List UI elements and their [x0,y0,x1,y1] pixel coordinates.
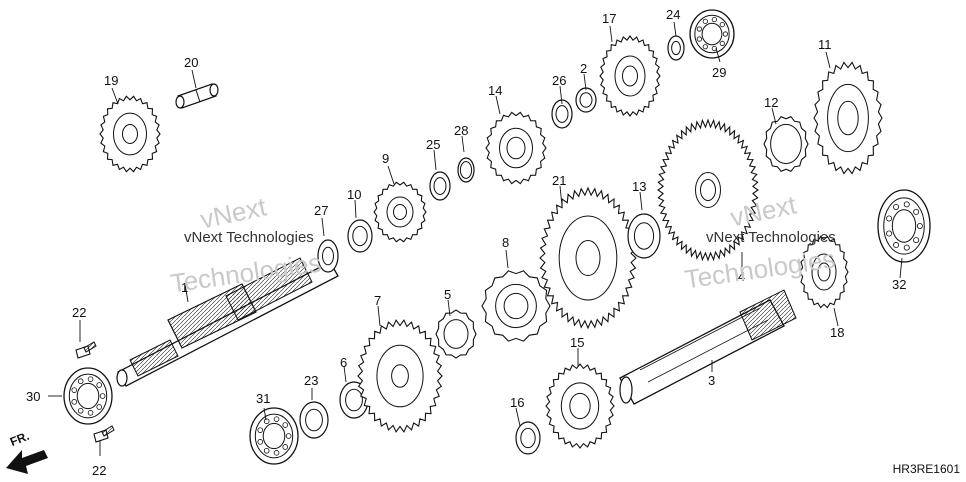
gear-9 [373,181,427,243]
bearing-32 [877,189,931,263]
bearing-25 [429,171,451,201]
callout-22-bottom: 22 [92,463,107,478]
callout-18: 18 [830,325,845,340]
callout-17: 17 [602,11,617,26]
callout-12: 12 [764,95,779,110]
callout-28: 28 [454,123,469,138]
gear-17 [599,35,661,117]
callout-14: 14 [488,83,503,98]
callout-26: 26 [552,73,567,88]
watermark-text: vNext Technologies [184,229,314,246]
watermark-text: vNext Technologies [706,229,836,246]
front-direction-arrow [6,450,48,474]
callout-15: 15 [570,335,585,350]
gear-21 [539,186,637,330]
gear-15 [545,363,615,449]
callout-30: 30 [26,389,41,404]
callout-13: 13 [632,179,647,194]
callout-19: 19 [104,73,119,88]
gear-19 [99,95,161,173]
callout-7: 7 [374,293,382,308]
spline-5 [435,309,477,359]
callout-29: 29 [712,65,727,80]
washer-24 [667,35,685,61]
gear-14 [485,111,547,185]
bushing-16 [515,421,541,455]
callout-5: 5 [444,287,452,302]
hub-8 [481,270,551,342]
callout-4: 4 [738,269,746,284]
countershaft-3 [619,289,797,405]
callout-11: 11 [818,37,832,52]
callout-22-top: 22 [72,305,87,320]
callout-16: 16 [510,395,525,410]
callout-6: 6 [340,355,348,370]
gear-11 [813,61,883,175]
gear-18 [799,235,849,309]
bolt-22-top [75,341,97,359]
callout-31: 31 [256,391,271,406]
callout-21: 21 [552,173,567,188]
callout-25: 25 [426,137,441,152]
callout-9: 9 [382,151,390,166]
bushing-2 [575,87,597,113]
callout-2: 2 [580,61,588,76]
washer-27 [317,239,339,273]
bearing-29 [689,9,735,59]
spline-12 [763,116,809,172]
callout-1: 1 [181,280,189,295]
bearing-31 [249,407,299,465]
diagram-code: HR3RE1601 [892,462,960,476]
collar-13 [627,213,661,259]
callout-24: 24 [666,7,681,22]
gear-7 [357,319,443,433]
callout-8: 8 [502,235,510,250]
bearing-30 [63,367,113,425]
callout-20: 20 [184,55,199,70]
main-shaft-1 [116,257,339,387]
circlip-28 [457,157,475,183]
callout-10: 10 [347,187,362,202]
bolt-22-bottom [93,425,115,443]
gear-4 [657,118,759,262]
callout-32: 32 [892,277,907,292]
leader-lines [48,21,903,456]
callout-27: 27 [314,203,329,218]
washer-26 [551,99,573,129]
washer-23 [299,401,329,439]
callout-23: 23 [304,373,319,388]
pin-20 [175,83,219,109]
bushing-10 [347,219,373,253]
callout-3: 3 [708,373,716,388]
